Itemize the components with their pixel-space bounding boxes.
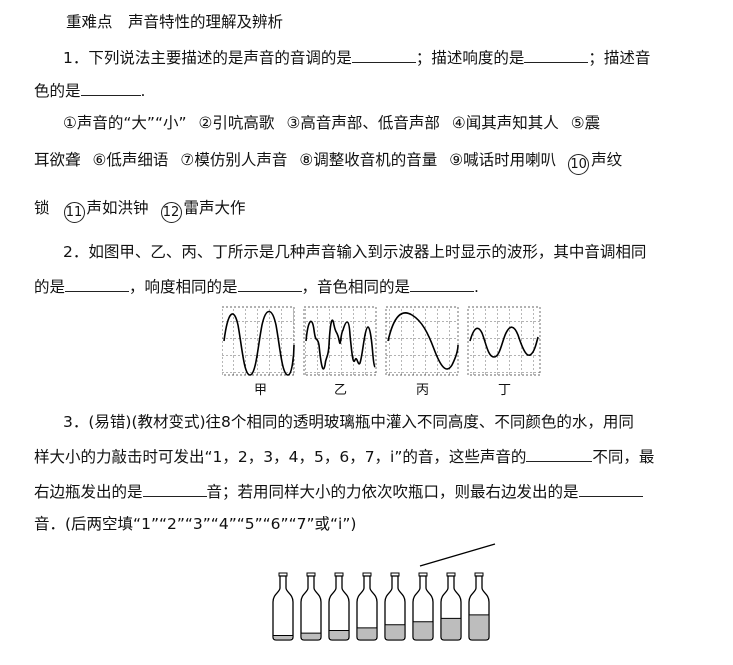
q1-item: ①声音的“大”“小” (63, 114, 187, 132)
wave-label: 乙 (334, 383, 348, 398)
water-fill (330, 630, 348, 639)
q3-strike-note-blank[interactable] (142, 481, 207, 497)
q2-loudness-blank[interactable] (237, 276, 302, 292)
water-fill (358, 627, 376, 639)
wave-yi (305, 319, 376, 370)
waveform-svg (221, 306, 541, 376)
q2-timbre-blank[interactable] (410, 276, 475, 292)
grid-ding (467, 306, 541, 376)
wave-ding (469, 326, 539, 358)
water-fill (274, 635, 292, 639)
q1-item: ⑤震 (570, 114, 601, 132)
q2-text-d: . (474, 278, 479, 296)
wave-label: 甲 (254, 383, 268, 398)
q3-text-d: 音；若用同样大小的力依次吹瓶口，则最右边发出的是 (206, 483, 579, 501)
q2-text-b: ，响度相同的是 (129, 278, 238, 296)
q3-text-b: 不同，最 (592, 448, 655, 466)
q1-item: ④闻其声知其人 (451, 114, 559, 132)
water-fill (414, 621, 432, 639)
q1-circled-number: 10 (568, 154, 590, 175)
q3-blow-note-blank[interactable] (578, 481, 643, 497)
q1-circled-number: 11 (63, 202, 85, 223)
glass-bottle (300, 572, 322, 641)
q1-lead: 1．下列说法主要描述的是声音的音调的是 (63, 49, 352, 67)
glass-bottle (412, 572, 434, 641)
q1-items-row1: ①声音的“大”“小” ②引吭高歌 ③高音声部、低音声部 ④闻其声知其人 ⑤震 (63, 113, 600, 133)
q1-timbre-blank[interactable] (80, 80, 141, 96)
bottles-figure (265, 540, 505, 654)
oscilloscope-figure: 甲 乙 丙 丁 (221, 305, 547, 404)
q1-loudness-blank[interactable] (524, 47, 589, 63)
q1-line2-text: 色的是 (34, 82, 81, 100)
water-fill (470, 614, 488, 639)
q1-item-pre: 锁 (34, 199, 50, 217)
wave-bing (387, 312, 459, 370)
q1-item: 雷声大作 (183, 199, 246, 217)
glass-bottle (468, 572, 490, 641)
glass-bottle (384, 572, 406, 641)
q1-item: ⑥低声细语 (92, 151, 169, 169)
wave-label: 丙 (416, 383, 430, 398)
q2-text-a: 的是 (34, 278, 66, 296)
q1-item: 耳欲聋 (34, 151, 81, 169)
wave-jia (223, 310, 295, 376)
wave-label: 丁 (498, 383, 512, 398)
q1-line1: 1．下列说法主要描述的是声音的音调的是 ；描述响度的是 ；描述音 (63, 47, 650, 68)
q3-line4: 音．(后两空填“1”“2”“3”“4”“5”“6”“7”或“i”) (34, 515, 357, 533)
striking-stick (419, 543, 496, 567)
q3-property-blank[interactable] (526, 446, 593, 462)
q1-pitch-blank[interactable] (351, 47, 416, 63)
q1-circled-number: 12 (160, 202, 182, 223)
q1-item: ③高音声部、低音声部 (286, 114, 440, 132)
water-fill (386, 624, 404, 639)
q1-item: ②引吭高歌 (198, 114, 275, 132)
q1-item: ⑨喊话时用喇叭 (449, 151, 557, 169)
q2-line1: 2．如图甲、乙、丙、丁所示是几种声音输入到示波器上时显示的波形，其中音调相同 (63, 243, 647, 261)
glass-bottle (356, 572, 378, 641)
water-fill (302, 633, 320, 639)
q3-line1: 3．(易错)(教材变式)往8个相同的透明玻璃瓶中灌入不同高度、不同颜色的水，用同 (63, 413, 634, 431)
q1-item: 声纹 (591, 151, 623, 169)
q1-mid2: ；描述音 (588, 49, 651, 67)
section-title: 重难点 声音特性的理解及辨析 (66, 13, 284, 31)
q2-line2: 的是 ，响度相同的是 ，音色相同的是. (34, 276, 479, 297)
q2-pitch-blank[interactable] (65, 276, 130, 292)
q3-line3: 右边瓶发出的是 音；若用同样大小的力依次吹瓶口，则最右边发出的是 (34, 481, 643, 502)
bottles-svg (272, 543, 496, 641)
q1-mid1: ；描述响度的是 (415, 49, 525, 67)
glass-bottle (328, 572, 350, 641)
q1-item: ⑧调整收音机的音量 (299, 151, 438, 169)
glass-bottle (272, 572, 294, 641)
glass-bottle (440, 572, 462, 641)
water-fill (442, 618, 460, 639)
q1-line2: 色的是. (34, 80, 145, 101)
q2-text-c: ，音色相同的是 (301, 278, 411, 296)
grid-bing (385, 306, 459, 376)
q3-text-c: 右边瓶发出的是 (34, 483, 143, 501)
q1-line2-end: . (140, 82, 146, 100)
q3-line2: 样大小的力敲击时可发出“1，2，3，4，5，6，7，i”的音，这些声音的 不同，最 (34, 446, 654, 467)
q1-item: ⑦模仿别人声音 (180, 151, 288, 169)
q3-text-a: 样大小的力敲击时可发出“1，2，3，4，5，6，7，i”的音，这些声音的 (34, 448, 527, 466)
q1-item: 声如洪钟 (86, 199, 149, 217)
